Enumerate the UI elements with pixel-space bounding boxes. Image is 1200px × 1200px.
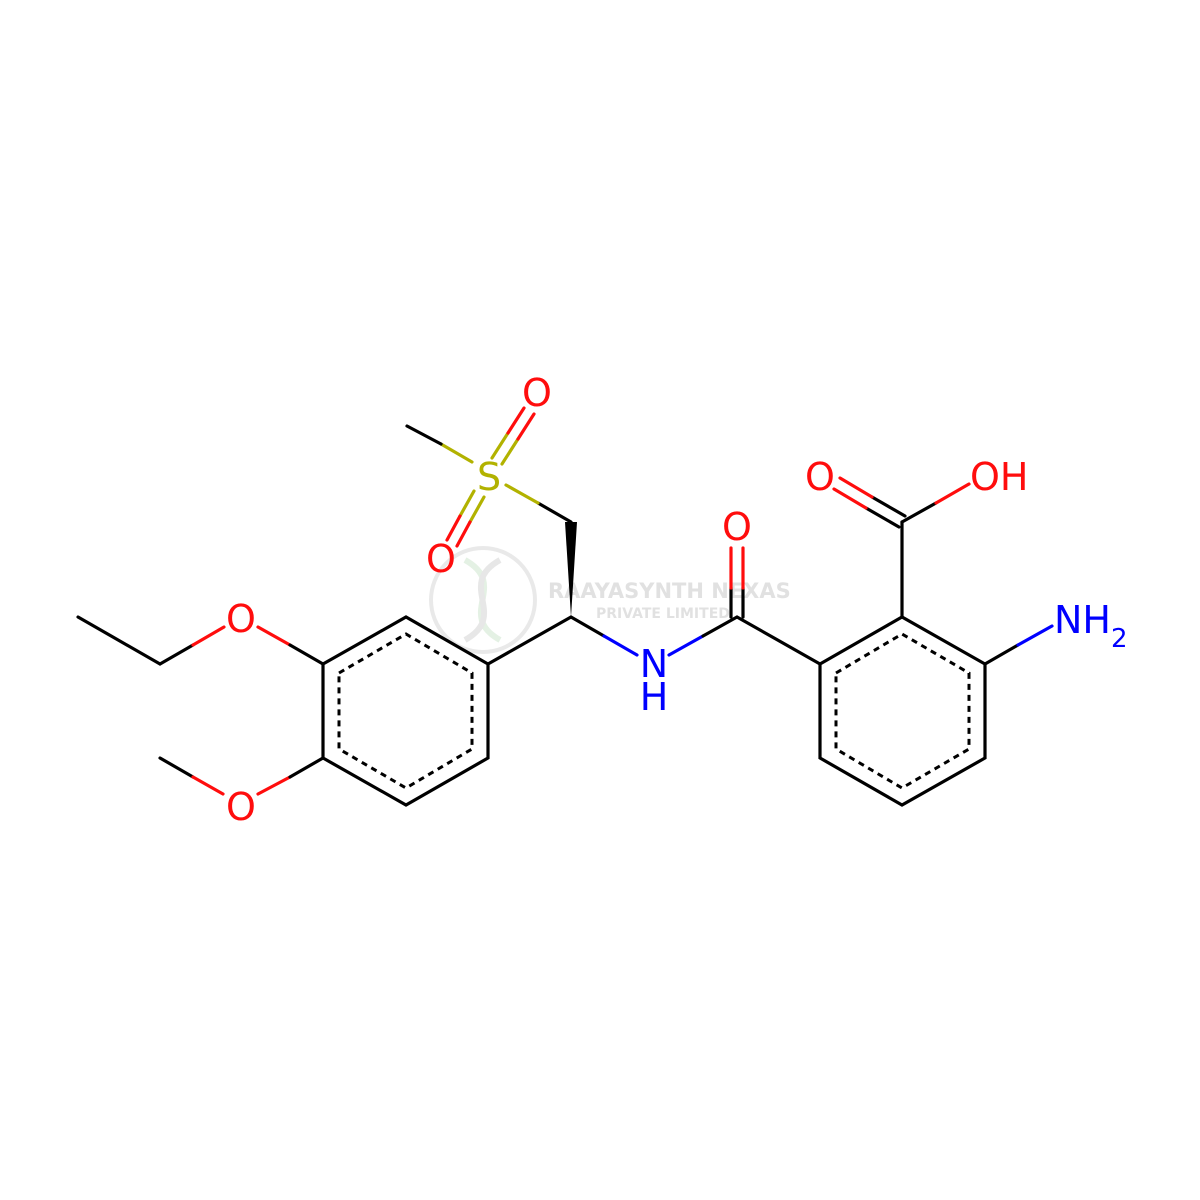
bond-ethyl-ch3-ch2 [76, 615, 162, 666]
bond-ch2-s [536, 501, 573, 524]
ring-left [321, 615, 490, 807]
bond-s-o-bot-a-red [445, 514, 462, 542]
bond-o-ring-red [256, 625, 292, 647]
bond-chiral-n-blue [602, 634, 639, 657]
atom-nh2-main: NH [1054, 598, 1111, 642]
bond-ethyl-ch2-o [158, 643, 195, 666]
bond-methoxy-ring-red [256, 775, 292, 796]
bond-cooh-oh-red [934, 482, 971, 505]
watermark-subtitle: PRIVATE LIMITED [596, 606, 730, 622]
bond-ring-nh2 [983, 643, 1020, 666]
dna-helix-strand-2 [463, 557, 502, 643]
bond-s-o-bot-b [468, 495, 486, 524]
bond-s-o-top-b [500, 437, 520, 466]
atom-o-ethoxy: O [226, 597, 256, 641]
bond-cooh-co-b [864, 506, 901, 529]
bond-n-amide-blue [667, 634, 705, 657]
bond-s-o-top-a [490, 431, 510, 460]
ring-right-aromatic [834, 632, 971, 790]
atom-h-amide: H [640, 675, 669, 719]
bond-ch2-s-yellow [504, 483, 540, 505]
atom-o-amide: O [722, 505, 752, 549]
watermark: RAAYASYNTH NEXAS PRIVATE LIMITED [429, 546, 791, 654]
bond-cooh-co-a [870, 495, 907, 518]
wedge-bond [565, 522, 577, 617]
atom-n-amide: N [640, 642, 668, 686]
bond-ethyl-o-red [191, 625, 226, 647]
bond-chiral-n [569, 615, 606, 638]
bond-s-o-top-a-red [506, 406, 526, 435]
bond-cooh-co-b-red [832, 487, 868, 510]
bond-ring-nh2-blue [1016, 624, 1054, 647]
ring-right [818, 615, 987, 807]
watermark-company: RAAYASYNTH NEXAS [548, 579, 791, 603]
atom-oh-acid: OH [970, 455, 1028, 499]
atom-s-sulfonyl: S [477, 455, 501, 499]
bond-cooh-co-a-red [838, 476, 874, 499]
bond-cooh-oh [900, 501, 938, 524]
bond-s-o-bot-a [458, 489, 476, 518]
atom-nh2-subscript: 2 [1111, 624, 1128, 654]
atom-o-sulfonyl-top: O [522, 371, 552, 415]
bond-s-methyl [405, 424, 443, 446]
bond-methyl-o-red [191, 775, 225, 796]
bond-methoxy-ring [288, 756, 325, 779]
bond-s-o-bot-b-red [455, 520, 472, 548]
ring-left-aromatic [337, 632, 474, 790]
bond-o-ring [288, 643, 325, 666]
atom-o-sulfonyl-bottom: O [426, 537, 456, 581]
bond-s-methyl-yellow [439, 442, 474, 464]
bond-s-o-top-b-red [516, 412, 536, 441]
atom-o-acid-carbonyl: O [805, 455, 835, 499]
atom-nh2: NH2 [1054, 598, 1128, 654]
bond-amide-ring [735, 615, 822, 666]
atom-o-methoxy: O [226, 785, 256, 829]
bond-methyl-o [158, 756, 195, 779]
bond-ring-chiral [486, 615, 573, 666]
dna-helix-logo [429, 546, 537, 654]
bond-n-amide [701, 615, 739, 638]
